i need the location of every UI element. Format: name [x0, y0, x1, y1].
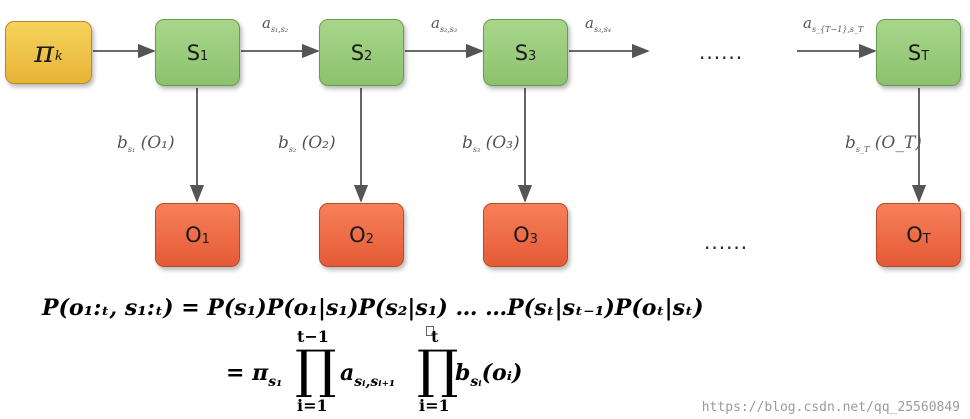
transition-label-a12: as₁,s₂ [262, 14, 289, 34]
state-label: S [186, 40, 201, 65]
label-arg: (O₃) [485, 133, 520, 153]
label-sub: s₃ [472, 145, 481, 154]
obs-label: O [185, 223, 202, 247]
label-sub: s₃,s₄ [593, 25, 612, 34]
label-arg: (O_T) [874, 133, 922, 153]
prod2-symbol: ∏ [417, 340, 459, 400]
watermark: https://blog.csdn.net/qq_25560849 [701, 400, 960, 415]
label-arg: (O₁) [140, 133, 175, 153]
label-sub: s₁,s₂ [270, 25, 289, 34]
label-sub: s_{T−1},s_T [811, 25, 864, 34]
label-sub: s₂,s₃ [439, 25, 458, 34]
state-label: S [907, 40, 922, 65]
label-sub: s₁ [127, 145, 136, 154]
obs-label: O [349, 223, 366, 247]
prod2-term-sub: sᵢ [470, 374, 482, 390]
prod1-term: asᵢ,sᵢ₊₁ [340, 360, 395, 390]
emission-label-b2: bs₂ (O₂) [278, 133, 336, 154]
emission-label-b3: bs₃ (O₃) [462, 133, 520, 154]
label-main: a [803, 14, 812, 32]
label-main: b [462, 133, 473, 153]
prod2-lower: i=1 [419, 396, 450, 415]
prod2-upper: t [431, 327, 439, 346]
eq-prefix-sub: s₁ [268, 374, 283, 390]
transition-label-a34: as₃,s₄ [585, 14, 612, 34]
state-sub: 2 [364, 49, 373, 64]
emission-label-b1: bs₁ (O₁) [117, 133, 175, 154]
state-label: S [350, 40, 365, 65]
label-sub: s₂ [288, 145, 297, 154]
obs-sub: T [922, 231, 931, 247]
placeholder-box [426, 326, 434, 336]
label-main: a [431, 14, 440, 32]
prod2-term: bsᵢ(oᵢ) [455, 360, 523, 390]
label-main: b [845, 133, 856, 153]
emission-label-bT: bs_T (O_T) [845, 133, 922, 154]
prod2-term-arg: (oᵢ) [481, 360, 523, 386]
obs-label: O [906, 223, 923, 247]
state-sub: T [921, 49, 930, 64]
prod2-term-main: b [455, 360, 471, 386]
state-label: S [514, 40, 529, 65]
ellipsis-bottom: ...... [704, 230, 749, 254]
pi-symbol: π [34, 35, 54, 70]
label-arg: (O₂) [301, 133, 336, 153]
prod1-lower: i=1 [297, 396, 328, 415]
prod1-symbol: ∏ [295, 340, 337, 400]
label-main: a [585, 14, 594, 32]
pi-sub: k [54, 49, 63, 64]
equation-line-2-prefix: = πs₁ [226, 360, 282, 390]
label-main: a [262, 14, 271, 32]
state-sub: 3 [528, 49, 537, 64]
state-sub: 1 [200, 49, 209, 64]
label-main: b [117, 133, 128, 153]
obs-sub: 1 [201, 231, 210, 247]
label-sub: s_T [855, 145, 870, 154]
prod1-term-main: a [340, 360, 355, 386]
prod1-upper: t−1 [297, 327, 329, 346]
obs-sub: 3 [529, 231, 538, 247]
transition-label-aT: as_{T−1},s_T [803, 14, 864, 34]
obs-label: O [513, 223, 530, 247]
label-main: b [278, 133, 289, 153]
eq-prefix: = π [226, 360, 269, 386]
obs-sub: 2 [365, 231, 374, 247]
equation-line-1: P(o₁:ₜ, s₁:ₜ) = P(s₁)P(o₁|s₁)P(s₂|s₁) … … [42, 295, 704, 321]
transition-label-a23: as₂,s₃ [431, 14, 458, 34]
prod1-term-sub: sᵢ,sᵢ₊₁ [354, 374, 396, 390]
ellipsis-top: ...... [699, 40, 744, 64]
